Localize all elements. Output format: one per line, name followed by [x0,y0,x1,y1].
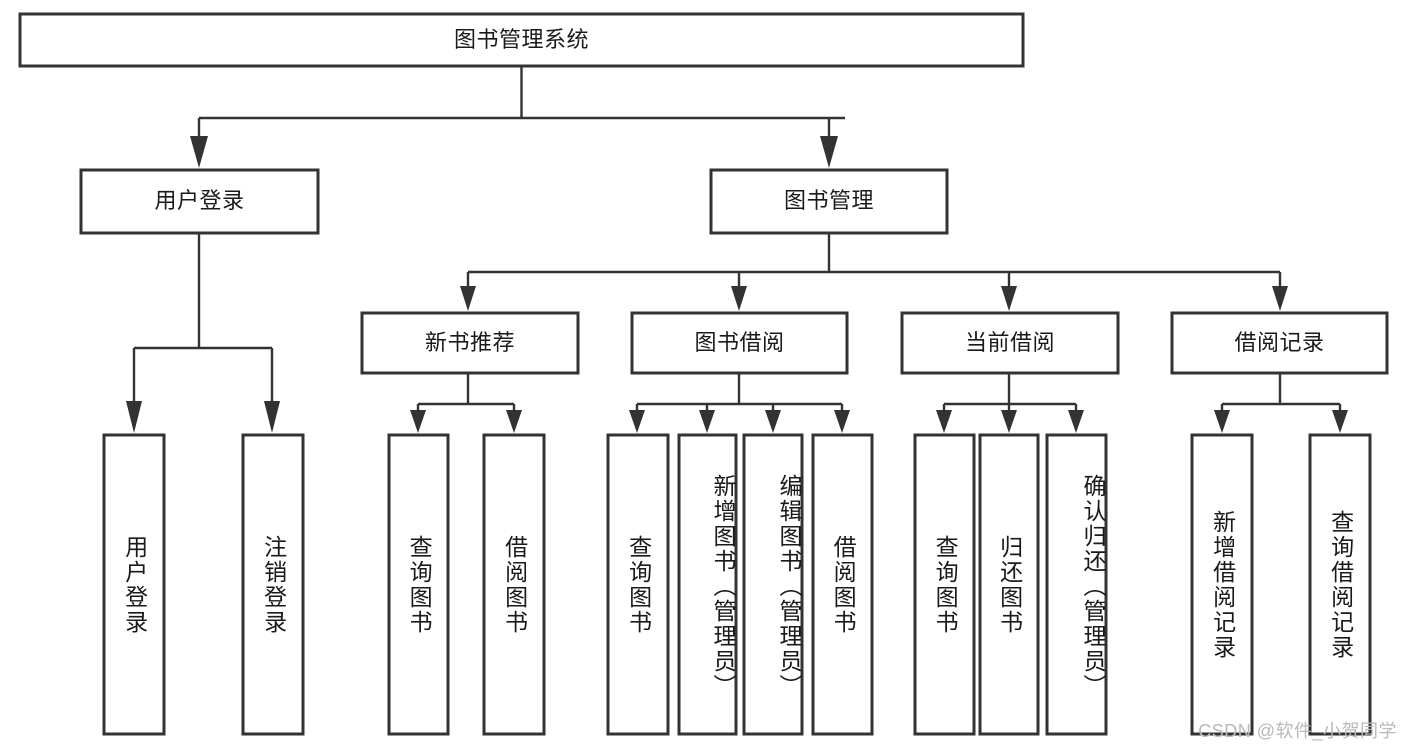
node-box-leaf-add-record[interactable] [1190,433,1254,736]
connector-currentborrow-to-leaves [936,373,1084,433]
connector-root-to-level2 [190,66,845,168]
connector-borrowrecord-to-leaves [1214,373,1348,433]
node-box-user-login[interactable] [79,168,320,235]
node-box-current-borrow[interactable] [900,311,1120,375]
node-box-leaf-user-login[interactable] [102,433,166,736]
node-box-leaf-add-book[interactable] [677,433,738,736]
connector-bookmanage-to-level3 [460,233,1288,311]
node-box-new-book-recommend[interactable] [360,311,580,375]
node-box-leaf-query-book-1[interactable] [387,433,450,736]
node-box-leaf-borrow-book-1[interactable] [482,433,546,736]
node-box-leaf-query-book-2[interactable] [606,433,670,736]
connector-bookborrow-to-leaves [629,373,850,433]
node-box-root[interactable] [18,12,1025,68]
connector-userlogin-to-leaves [126,233,280,433]
node-box-leaf-query-record[interactable] [1308,433,1372,736]
connector-newbook-to-leaves [410,373,522,433]
node-box-book-borrow[interactable] [630,311,849,375]
node-box-leaf-query-book-3[interactable] [913,433,976,736]
node-box-leaf-borrow-book-2[interactable] [811,433,874,736]
node-box-leaf-edit-book[interactable] [742,433,804,736]
node-box-leaf-return-book[interactable] [978,433,1040,736]
node-box-leaf-logout-login[interactable] [241,433,305,736]
csdn-watermark: CSDN @软件_小贺同学 [1198,721,1397,741]
node-box-leaf-confirm-return[interactable] [1045,433,1108,736]
node-box-book-manage[interactable] [709,168,949,235]
node-box-borrow-record[interactable] [1170,311,1389,375]
